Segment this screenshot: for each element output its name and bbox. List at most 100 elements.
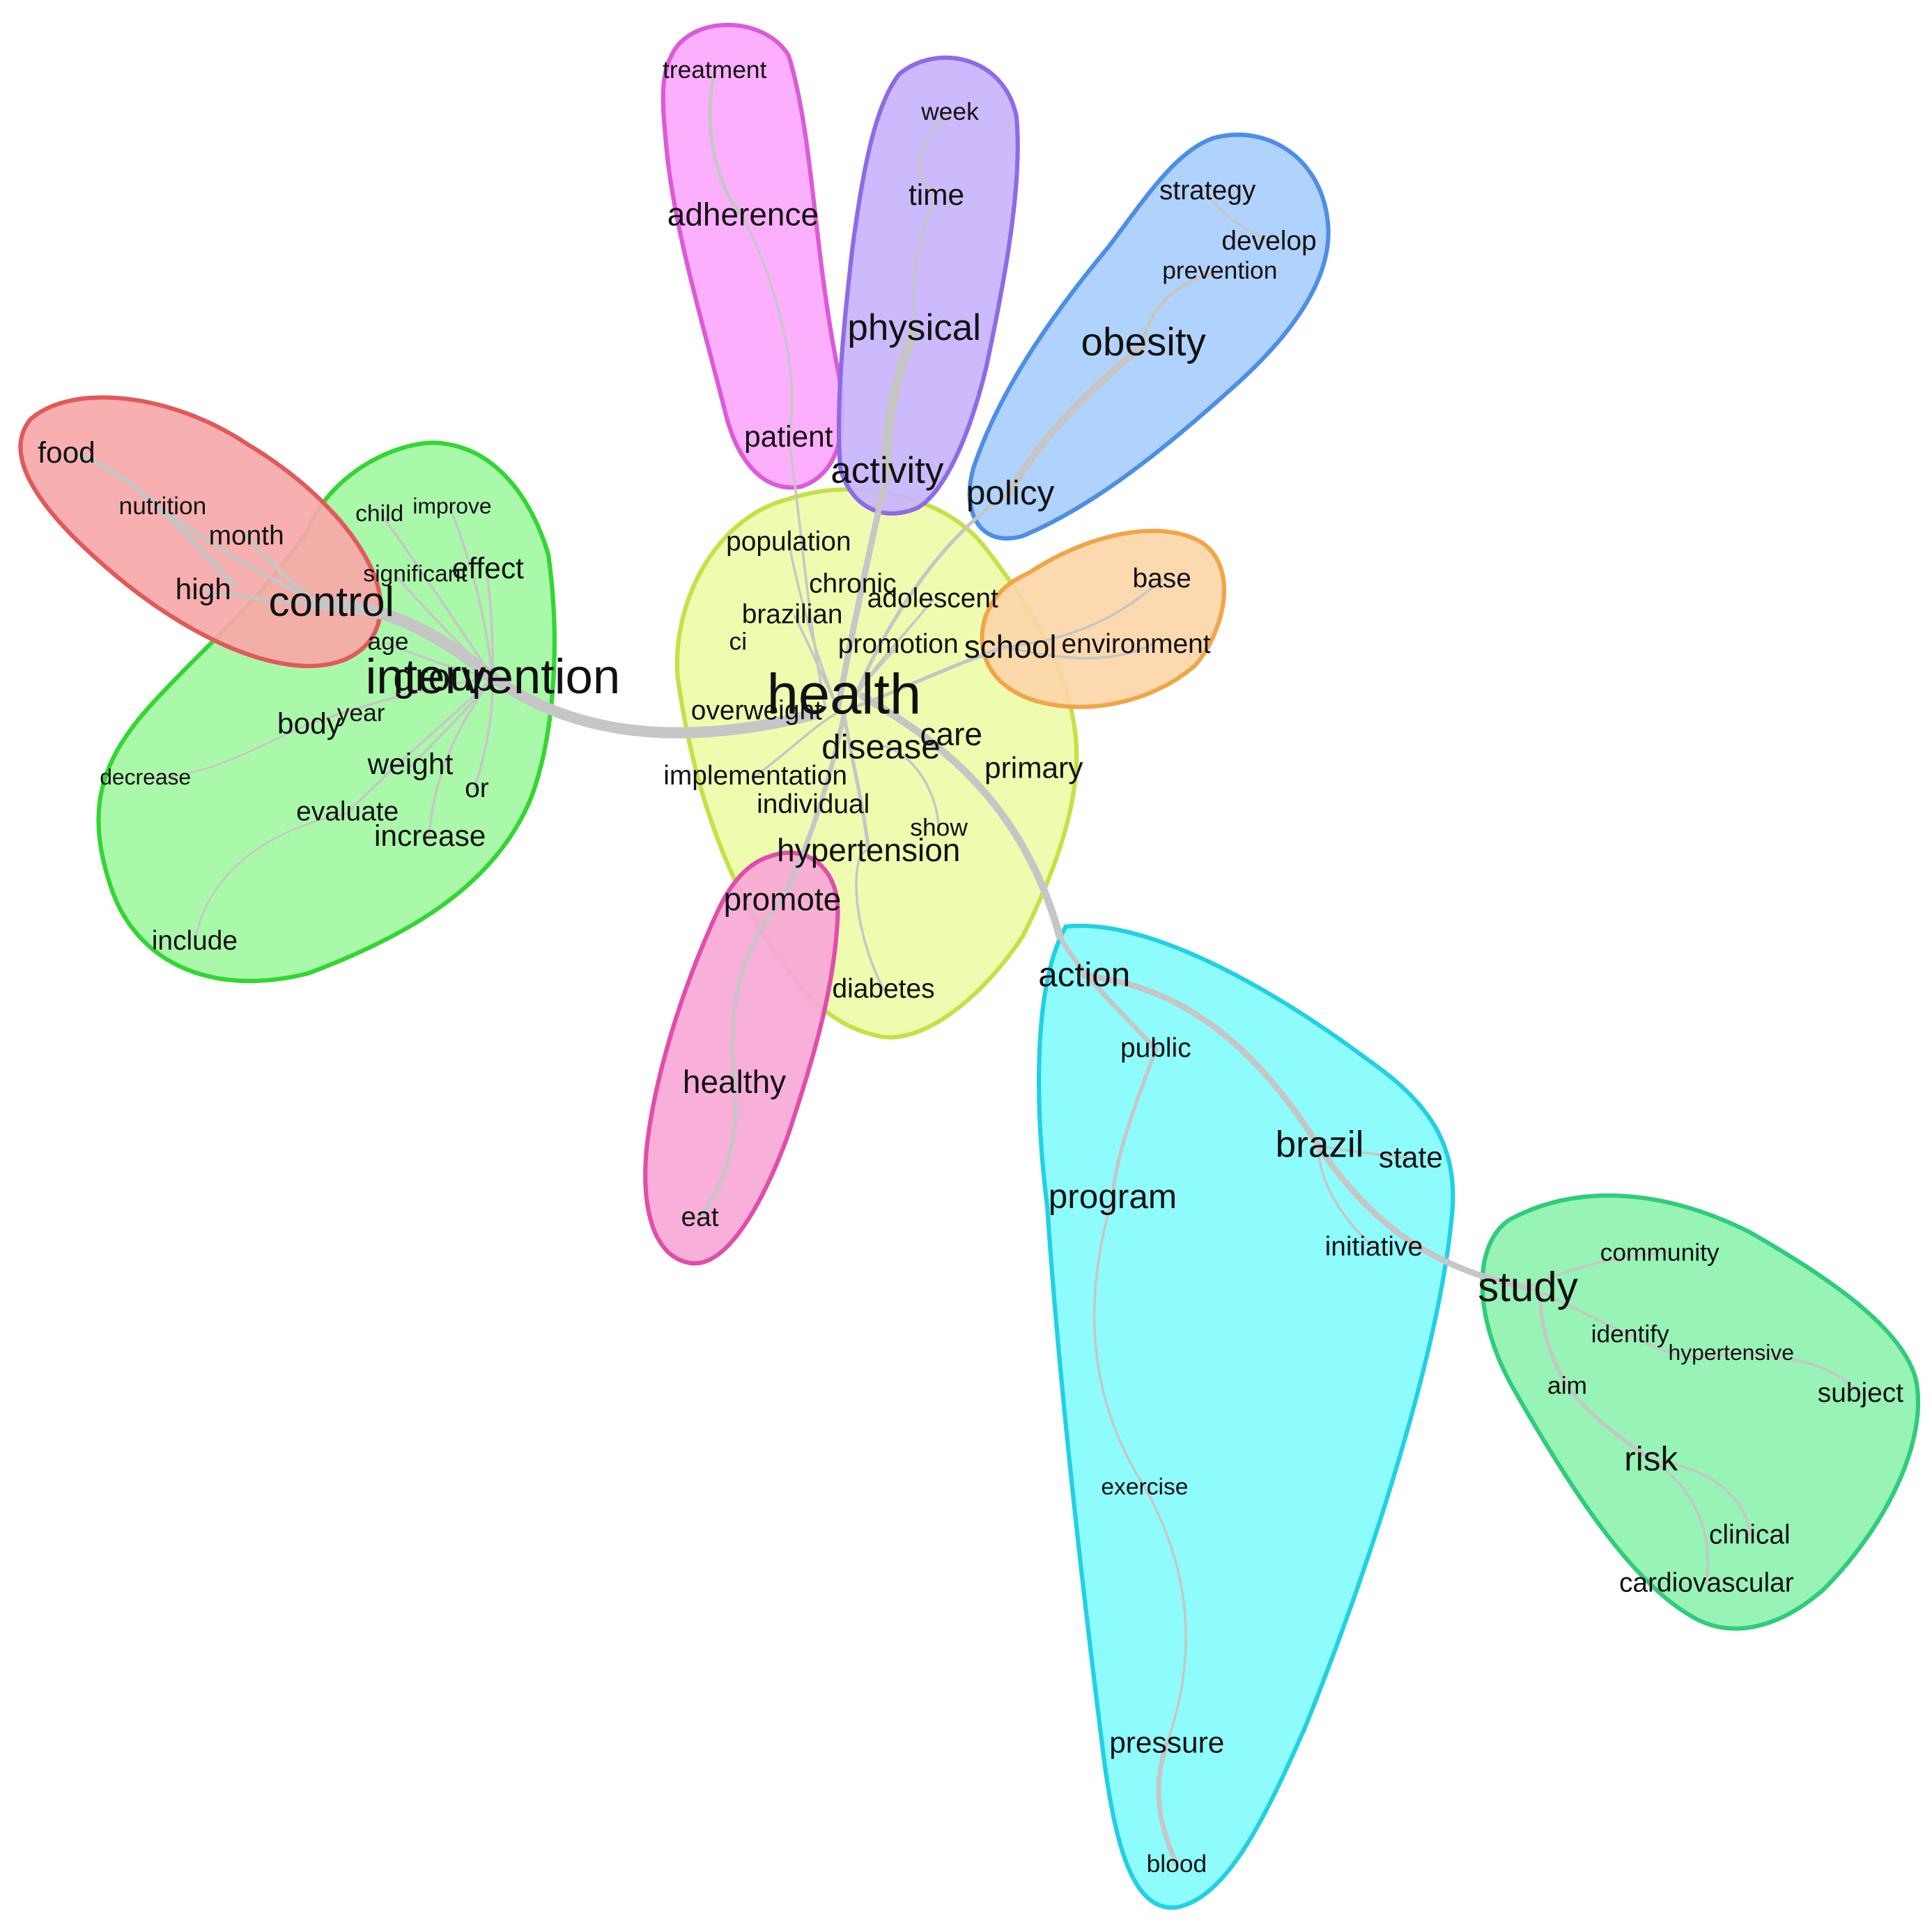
node-label-body: body	[277, 707, 342, 740]
node-label-effect: effect	[452, 552, 524, 585]
edge	[741, 215, 794, 440]
node-label-month: month	[209, 520, 284, 550]
node-label-risk: risk	[1624, 1440, 1678, 1478]
edge	[787, 437, 827, 710]
node-label-blood: blood	[1147, 1850, 1207, 1878]
node-label-ci: ci	[729, 628, 748, 655]
edge	[793, 615, 840, 710]
edge	[1650, 1458, 1752, 1537]
edge	[1315, 1143, 1531, 1291]
node-label-program: program	[1049, 1177, 1177, 1216]
node-label-clinical: clinical	[1709, 1520, 1791, 1550]
edge	[201, 589, 316, 606]
node-label-disease: disease	[821, 727, 941, 766]
node-label-implementation: implementation	[663, 761, 847, 791]
edge	[1317, 1144, 1375, 1249]
node-label-brazilian: brazilian	[742, 600, 843, 630]
edge	[754, 711, 840, 778]
node-label-time: time	[909, 178, 964, 211]
node-label-improve: improve	[412, 493, 491, 518]
node-label-hypertension: hypertension	[777, 832, 960, 868]
edge	[485, 570, 495, 679]
node-label-care: care	[920, 716, 982, 752]
node-label-high: high	[176, 573, 231, 605]
edge	[1729, 1352, 1862, 1395]
edge	[380, 513, 495, 679]
edge	[427, 676, 495, 840]
edge	[1003, 643, 1154, 660]
node-label-identify: identify	[1591, 1320, 1669, 1347]
node-label-study: study	[1478, 1263, 1578, 1310]
node-label-environment: environment	[1062, 629, 1211, 659]
edge	[848, 644, 1006, 711]
node-label-evaluate: evaluate	[296, 796, 399, 826]
node-label-age: age	[368, 628, 409, 655]
edge	[1003, 578, 1164, 649]
node-label-develop: develop	[1221, 226, 1316, 256]
node-label-increase: increase	[374, 819, 486, 852]
node-label-control: control	[269, 578, 394, 625]
cluster-hull-food	[18, 395, 383, 669]
node-label-physical: physical	[847, 307, 981, 348]
edge	[71, 451, 237, 588]
edge	[1092, 1196, 1146, 1489]
edge	[1650, 1458, 1710, 1585]
edge	[1141, 269, 1222, 347]
edge	[881, 325, 920, 477]
node-label-population: population	[726, 527, 851, 557]
edge	[1527, 1286, 1632, 1336]
edge	[1081, 973, 1322, 1150]
cluster-hull-treatment	[660, 22, 845, 490]
node-label-base: base	[1133, 564, 1191, 594]
cluster-hull-obesity	[967, 132, 1331, 541]
node-label-show: show	[910, 814, 968, 842]
edge	[918, 111, 950, 199]
node-label-individual: individual	[757, 789, 870, 819]
edge	[307, 676, 495, 726]
edge	[1628, 1333, 1733, 1358]
node-label-significant: significant	[363, 562, 467, 587]
edge	[1527, 1251, 1661, 1289]
edge	[849, 644, 900, 710]
word-labels: intervention group control food nutritio…	[38, 56, 1903, 1878]
edge	[911, 196, 938, 332]
node-label-pressure: pressure	[1109, 1726, 1224, 1759]
edge	[194, 812, 349, 943]
node-label-strategy: strategy	[1159, 176, 1256, 206]
edge	[1006, 341, 1147, 497]
cluster-hull-study	[1480, 1193, 1921, 1631]
node-label-nutrition: nutrition	[119, 493, 207, 520]
node-label-decrease: decrease	[100, 764, 191, 789]
cluster-hull-physical	[836, 55, 1020, 516]
node-label-state: state	[1379, 1141, 1443, 1173]
cluster-hull-promote	[643, 850, 840, 1266]
edge	[473, 676, 495, 790]
cluster-hull-intervention	[96, 440, 557, 984]
edge	[144, 723, 309, 780]
node-label-eat: eat	[681, 1202, 718, 1232]
node-label-activity: activity	[830, 450, 944, 491]
edge	[1057, 934, 1159, 1053]
node-label-intervention: intervention	[366, 649, 621, 704]
node-label-community: community	[1600, 1239, 1720, 1267]
edge	[1111, 1048, 1158, 1200]
edge	[1317, 1144, 1412, 1160]
node-label-exercise: exercise	[1101, 1474, 1188, 1500]
node-label-policy: policy	[966, 474, 1055, 512]
node-label-treatment: treatment	[663, 56, 767, 84]
edge	[855, 849, 885, 991]
edge	[346, 676, 495, 814]
node-label-primary: primary	[984, 752, 1083, 785]
edges	[71, 69, 1862, 1867]
edge	[1143, 1485, 1187, 1745]
node-label-school: school	[964, 628, 1057, 665]
node-label-patient: patient	[744, 420, 833, 453]
node-label-year: year	[337, 700, 385, 727]
node-label-or: or	[465, 773, 489, 803]
node-label-adolescent: adolescent	[867, 584, 998, 614]
edge	[730, 897, 785, 1086]
node-label-child: child	[355, 501, 403, 527]
node-label-hypertensive: hypertensive	[1669, 1340, 1794, 1365]
node-label-action: action	[1038, 955, 1130, 994]
